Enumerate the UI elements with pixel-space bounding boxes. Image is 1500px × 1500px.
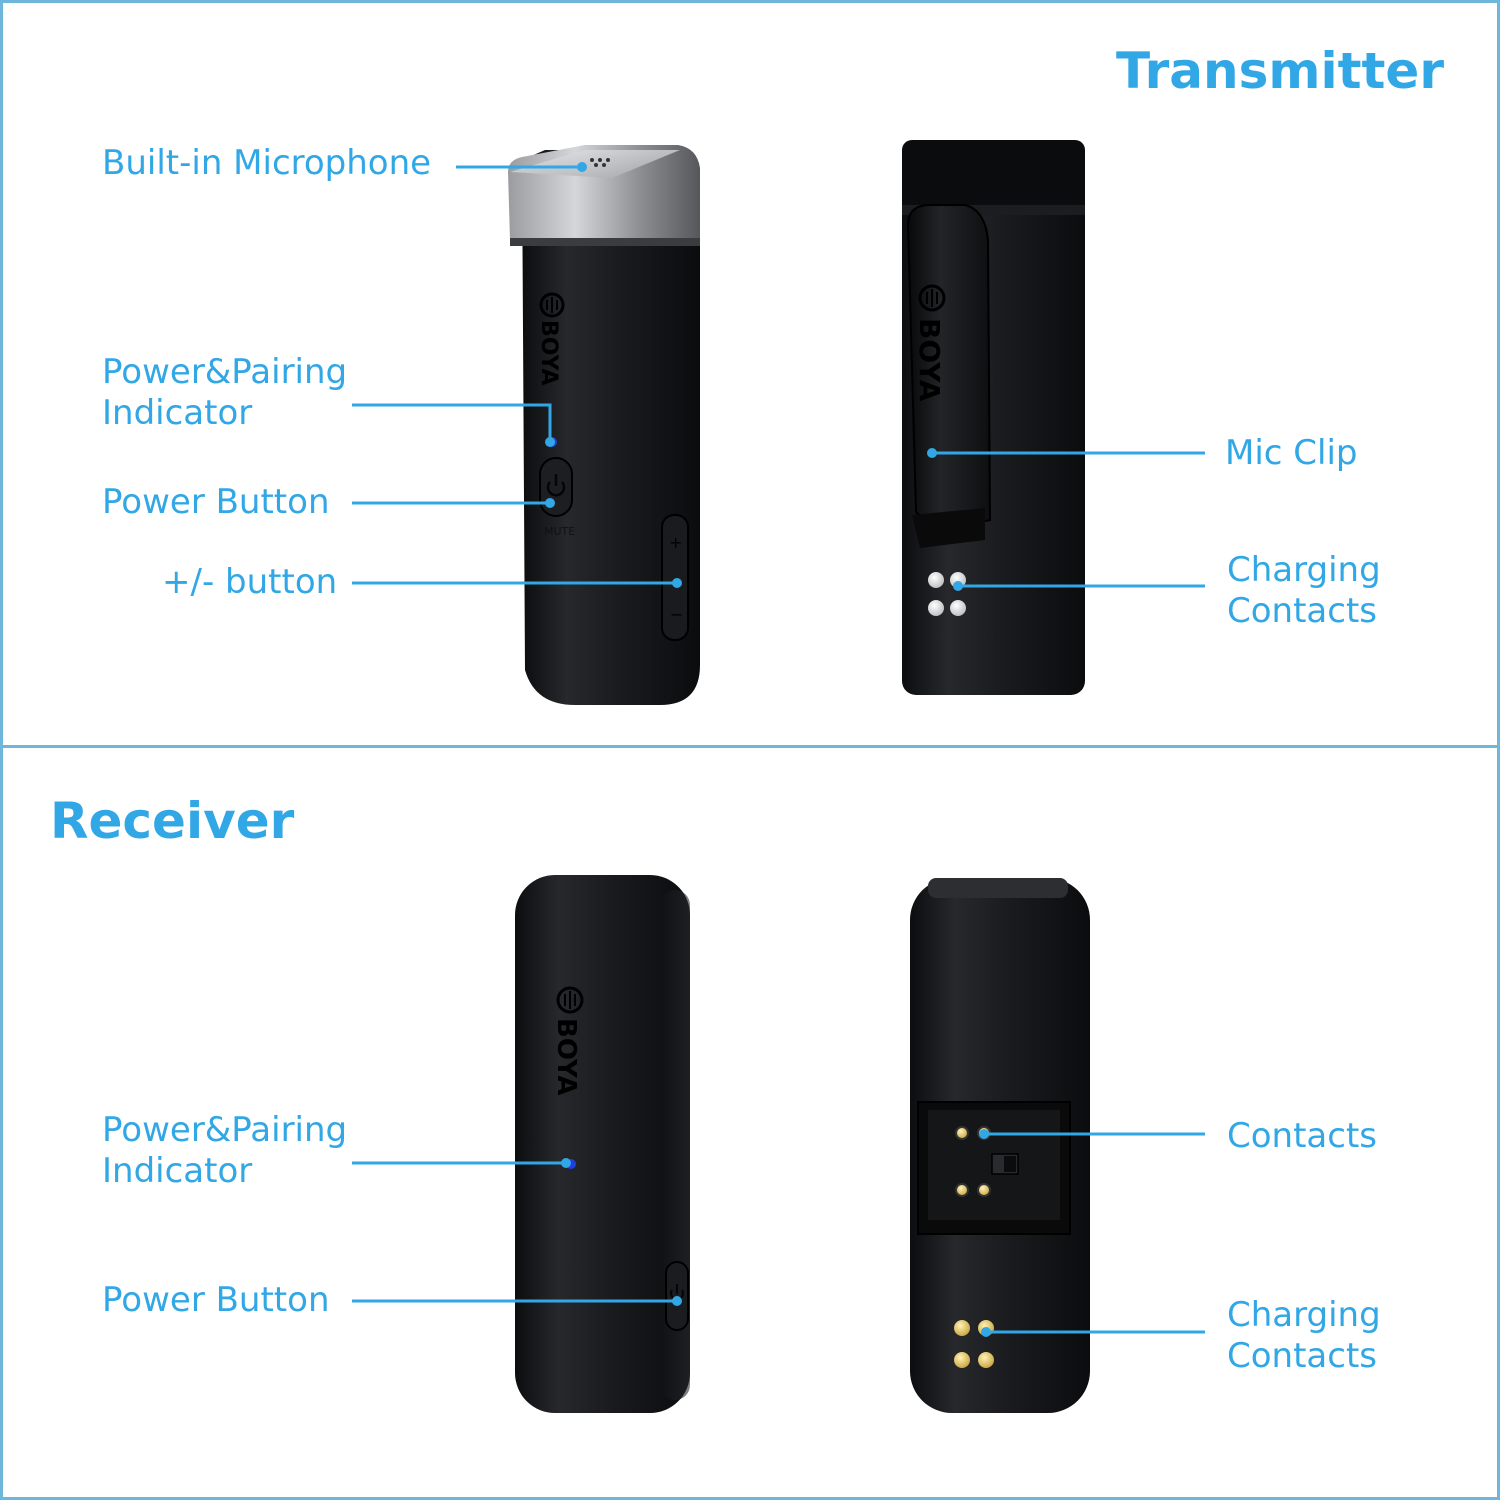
mute-label: MUTE (544, 525, 575, 538)
tx-power-button[interactable] (539, 457, 573, 517)
label-rx-power-pairing-indicator: Power&Pairing Indicator (102, 1110, 347, 1192)
minus-symbol: − (670, 605, 683, 624)
label-rx-contacts: Contacts (1227, 1116, 1377, 1156)
label-tx-charging-contacts: Charging Contacts (1227, 550, 1381, 632)
brand-text: BOYA (913, 318, 946, 402)
speaker-grille-icon (590, 158, 610, 167)
boya-logo-icon (539, 292, 565, 318)
label-plus-minus-button: +/- button (162, 562, 338, 602)
label-rx-power-button: Power Button (102, 1280, 330, 1320)
power-icon (546, 474, 566, 497)
label-line: Charging (1227, 550, 1381, 590)
transmitter-back-device: BOYA (902, 140, 1085, 695)
receiver-heading: Receiver (50, 792, 295, 850)
leader-lines (352, 165, 1205, 1334)
label-mic-clip: Mic Clip (1225, 433, 1358, 473)
label-line: Indicator (102, 393, 253, 433)
leader-endpoints (545, 162, 991, 1337)
transmitter-front-device: BOYA MUTE + − (508, 145, 700, 705)
label-tx-power-pairing-indicator: Power&Pairing Indicator (102, 352, 347, 434)
plus-symbol: + (669, 533, 682, 552)
receiver-front-device: BOYA (515, 875, 690, 1413)
label-builtin-microphone: Built-in Microphone (102, 143, 432, 183)
label-line: Contacts (1227, 1336, 1377, 1376)
leader-tx-indicator (352, 403, 552, 442)
label-line: Charging (1227, 1295, 1381, 1335)
boya-logo-icon (918, 284, 946, 312)
receiver-back-device (910, 878, 1090, 1413)
boya-logo-icon (556, 986, 584, 1014)
brand-text: BOYA (551, 1018, 581, 1095)
label-line: Power&Pairing (102, 1110, 348, 1150)
brand-text: BOYA (536, 320, 561, 386)
label-tx-power-button: Power Button (102, 482, 330, 522)
transmitter-heading: Transmitter (1116, 42, 1444, 100)
label-line: Indicator (102, 1151, 253, 1191)
label-line: Power&Pairing (102, 352, 348, 392)
label-rx-charging-contacts: Charging Contacts (1227, 1295, 1381, 1377)
plus-minus-rocker[interactable] (661, 514, 689, 641)
label-line: Contacts (1227, 591, 1377, 631)
section-divider (0, 745, 1500, 748)
